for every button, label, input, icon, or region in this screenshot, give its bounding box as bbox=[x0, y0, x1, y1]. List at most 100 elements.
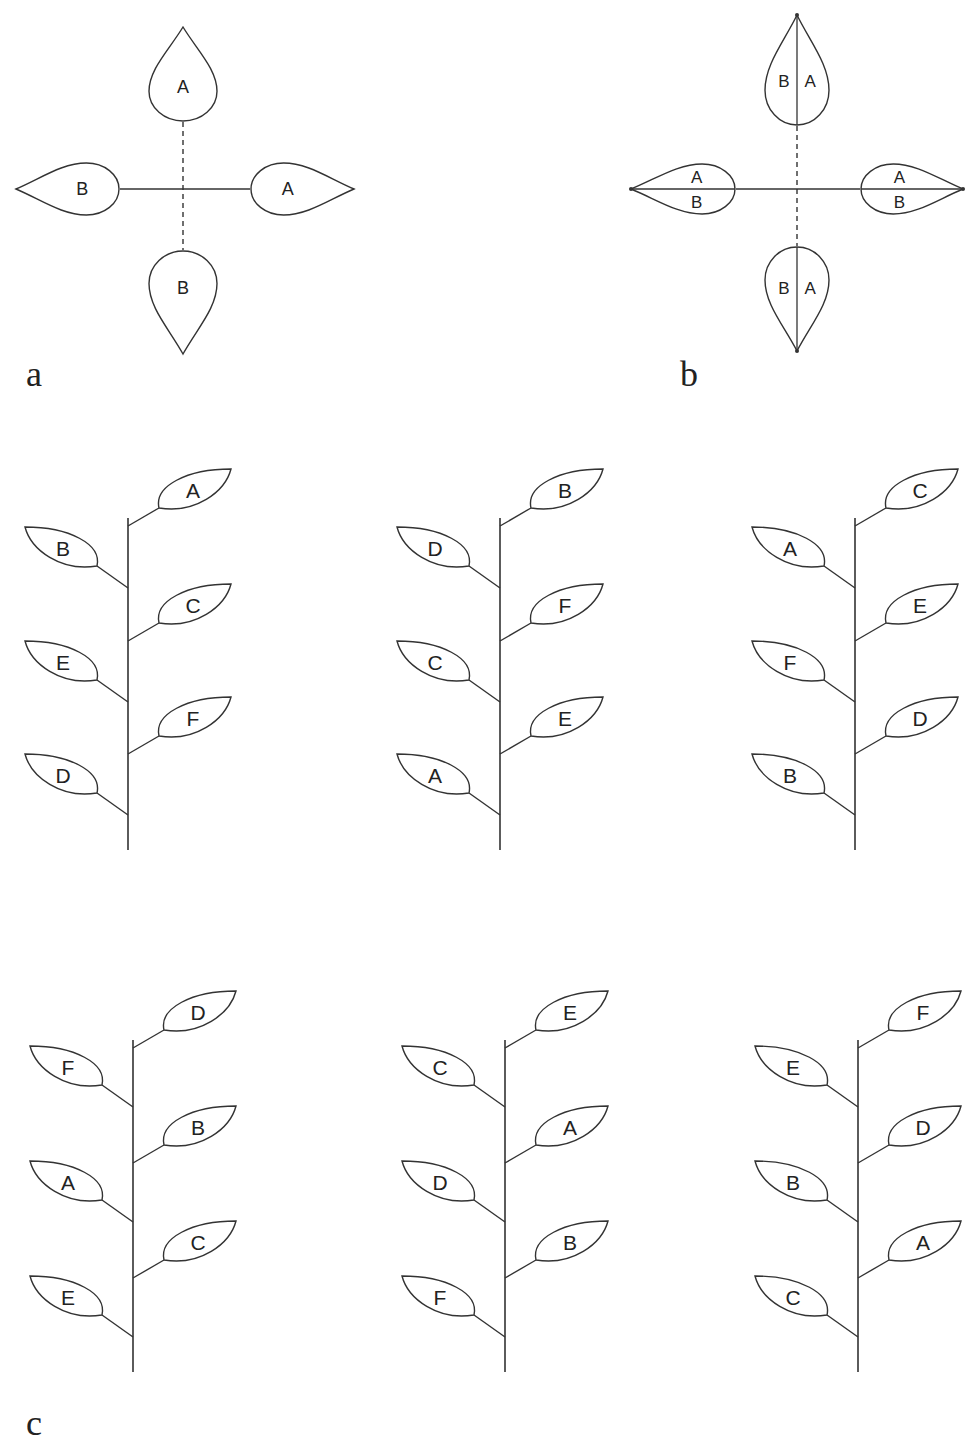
petiole bbox=[855, 736, 886, 754]
leaf-outline bbox=[250, 162, 355, 216]
leaf: D bbox=[158, 986, 238, 1038]
leaf-letter: D bbox=[190, 1002, 205, 1023]
petiole bbox=[102, 1315, 133, 1337]
leaf-letter: A bbox=[805, 73, 816, 90]
leaf-letter: B bbox=[558, 480, 572, 501]
leaf-letter: E bbox=[61, 1287, 75, 1308]
leaf: F bbox=[400, 1271, 480, 1323]
stem bbox=[132, 1040, 134, 1372]
dashed-axis bbox=[796, 126, 797, 246]
leaf: C bbox=[395, 636, 475, 688]
leaf: A bbox=[153, 464, 233, 516]
leaf-letter: A bbox=[691, 169, 702, 186]
leaf: C bbox=[400, 1041, 480, 1093]
leaf: F bbox=[153, 692, 233, 744]
petiole bbox=[500, 623, 531, 641]
leaf-letter: F bbox=[917, 1002, 930, 1023]
leaf-letter: D bbox=[915, 1117, 930, 1138]
leaf: E bbox=[28, 1271, 108, 1323]
leaf-outline bbox=[860, 163, 964, 215]
petiole bbox=[474, 1315, 505, 1337]
leaf-letter: B bbox=[76, 180, 88, 198]
petiole bbox=[469, 680, 500, 702]
leaf: D bbox=[23, 749, 103, 801]
leaf-letter: F bbox=[784, 652, 797, 673]
leaf: AB bbox=[630, 163, 736, 215]
petiole bbox=[128, 623, 159, 641]
petiole bbox=[474, 1200, 505, 1222]
leaf-letter: D bbox=[55, 765, 70, 786]
petiole bbox=[855, 623, 886, 641]
leaf: E bbox=[753, 1041, 833, 1093]
stem bbox=[504, 1040, 506, 1372]
leaf: B bbox=[158, 1101, 238, 1153]
leaf-letter: B bbox=[786, 1172, 800, 1193]
dashed-axis bbox=[182, 122, 183, 250]
leaf: A bbox=[750, 522, 830, 574]
leaf: E bbox=[525, 692, 605, 744]
petiole bbox=[128, 736, 159, 754]
leaf-letter: A bbox=[916, 1232, 930, 1253]
leaf: F bbox=[883, 986, 963, 1038]
leaf-letter: A bbox=[177, 78, 189, 96]
petiole bbox=[102, 1200, 133, 1222]
leaf: C bbox=[880, 464, 960, 516]
leaf: F bbox=[750, 636, 830, 688]
petiole bbox=[97, 566, 128, 588]
leaf-letter: A bbox=[805, 280, 816, 297]
petiole bbox=[827, 1200, 858, 1222]
panel-letter: c bbox=[26, 1405, 42, 1441]
petiole bbox=[133, 1145, 164, 1163]
petiole bbox=[858, 1030, 889, 1048]
petiole bbox=[827, 1315, 858, 1337]
petiole bbox=[133, 1260, 164, 1278]
leaf: A bbox=[28, 1156, 108, 1208]
leaf-letter: D bbox=[912, 708, 927, 729]
leaf-letter: C bbox=[785, 1287, 800, 1308]
leaf-letter: B bbox=[691, 194, 702, 211]
leaf: E bbox=[530, 986, 610, 1038]
leaf: C bbox=[153, 579, 233, 631]
petiole bbox=[128, 508, 159, 526]
leaf: C bbox=[753, 1271, 833, 1323]
leaf-letter: C bbox=[432, 1057, 447, 1078]
leaf-letter: D bbox=[432, 1172, 447, 1193]
leaf-letter: E bbox=[56, 652, 70, 673]
petiole bbox=[133, 1030, 164, 1048]
solid-axis bbox=[120, 188, 250, 189]
leaf-letter: A bbox=[563, 1117, 577, 1138]
panel-letter: b bbox=[680, 356, 698, 392]
petiole bbox=[469, 566, 500, 588]
leaf-outline bbox=[630, 163, 736, 215]
petiole bbox=[474, 1085, 505, 1107]
leaf: F bbox=[28, 1041, 108, 1093]
leaf-outline bbox=[764, 14, 830, 126]
petiole bbox=[469, 793, 500, 815]
leaf-letter: A bbox=[61, 1172, 75, 1193]
petiole bbox=[500, 736, 531, 754]
petiole bbox=[102, 1085, 133, 1107]
leaf-letter: E bbox=[786, 1057, 800, 1078]
leaf-letter: A bbox=[894, 169, 905, 186]
leaf: A bbox=[148, 26, 218, 122]
petiole bbox=[858, 1145, 889, 1163]
leaf: D bbox=[880, 692, 960, 744]
leaf: F bbox=[525, 579, 605, 631]
leaf-letter: B bbox=[177, 279, 189, 297]
leaf: B bbox=[15, 162, 120, 216]
leaf-outline bbox=[15, 162, 120, 216]
leaf-letter: A bbox=[186, 480, 200, 501]
leaf-letter: B bbox=[778, 73, 789, 90]
leaf-letter: B bbox=[563, 1232, 577, 1253]
leaf-letter: F bbox=[62, 1057, 75, 1078]
leaf: B bbox=[525, 464, 605, 516]
leaf-letter: B bbox=[783, 765, 797, 786]
stem bbox=[127, 518, 129, 850]
petiole bbox=[858, 1260, 889, 1278]
leaf: BA bbox=[764, 14, 830, 126]
leaf: A bbox=[395, 749, 475, 801]
petiole bbox=[97, 680, 128, 702]
leaf-letter: A bbox=[282, 180, 294, 198]
leaf: D bbox=[883, 1101, 963, 1153]
leaf-letter: E bbox=[913, 595, 927, 616]
